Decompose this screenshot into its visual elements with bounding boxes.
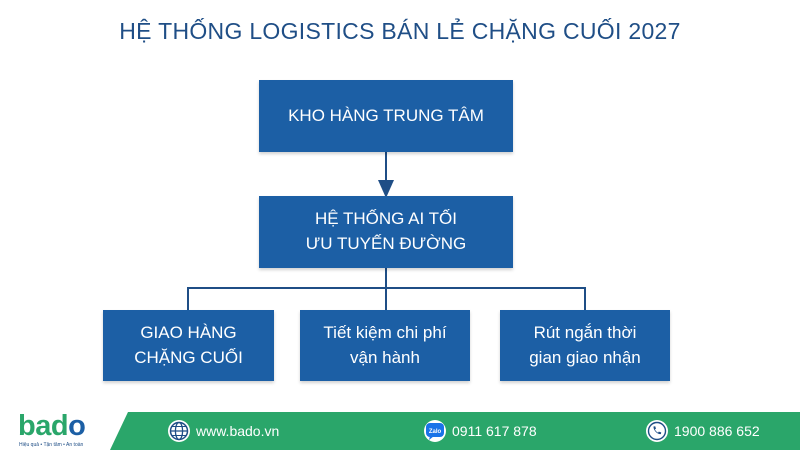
- logo-wordmark: bado: [18, 410, 86, 442]
- diagram-title: HỆ THỐNG LOGISTICS BÁN LẺ CHẶNG CUỐI 202…: [119, 18, 681, 44]
- zalo-contact[interactable]: Zalo 0911 617 878: [424, 412, 537, 450]
- node-cost-saving: Tiết kiệm chi phí vận hành: [300, 310, 470, 381]
- node-label: HỆ THỐNG AI TỐI ƯU TUYẾN ĐƯỜNG: [305, 209, 467, 253]
- node-time-saving: Rút ngắn thời gian giao nhận: [500, 310, 670, 381]
- hotline-text: 1900 886 652: [674, 423, 760, 439]
- zalo-icon: Zalo: [424, 420, 446, 442]
- footer: bado Hiệu quả • Tận tâm • An toàn www.ba…: [0, 410, 800, 450]
- node-label: GIAO HÀNG CHẶNG CUỐI: [134, 322, 243, 367]
- website-link[interactable]: www.bado.vn: [168, 412, 279, 450]
- zalo-icon-label: Zalo: [429, 429, 442, 435]
- node-central-warehouse: KHO HÀNG TRUNG TÂM: [259, 80, 513, 152]
- node-ai-routing: HỆ THỐNG AI TỐI ƯU TUYẾN ĐƯỜNG: [259, 196, 513, 268]
- bado-logo[interactable]: bado Hiệu quả • Tận tâm • An toàn: [18, 410, 128, 450]
- website-text: www.bado.vn: [196, 423, 280, 439]
- zalo-phone-text: 0911 617 878: [452, 423, 537, 439]
- phone-icon: [646, 420, 668, 442]
- node-label: KHO HÀNG TRUNG TÂM: [288, 105, 484, 125]
- node-label: Tiết kiệm chi phí vận hành: [323, 322, 447, 367]
- hotline-contact[interactable]: 1900 886 652: [646, 412, 760, 450]
- footer-green-band: [110, 412, 800, 450]
- logo-tagline: Hiệu quả • Tận tâm • An toàn: [19, 442, 84, 448]
- globe-icon: [168, 420, 190, 442]
- node-last-mile-delivery: GIAO HÀNG CHẶNG CUỐI: [103, 310, 274, 381]
- node-label: Rút ngắn thời gian giao nhận: [529, 322, 641, 367]
